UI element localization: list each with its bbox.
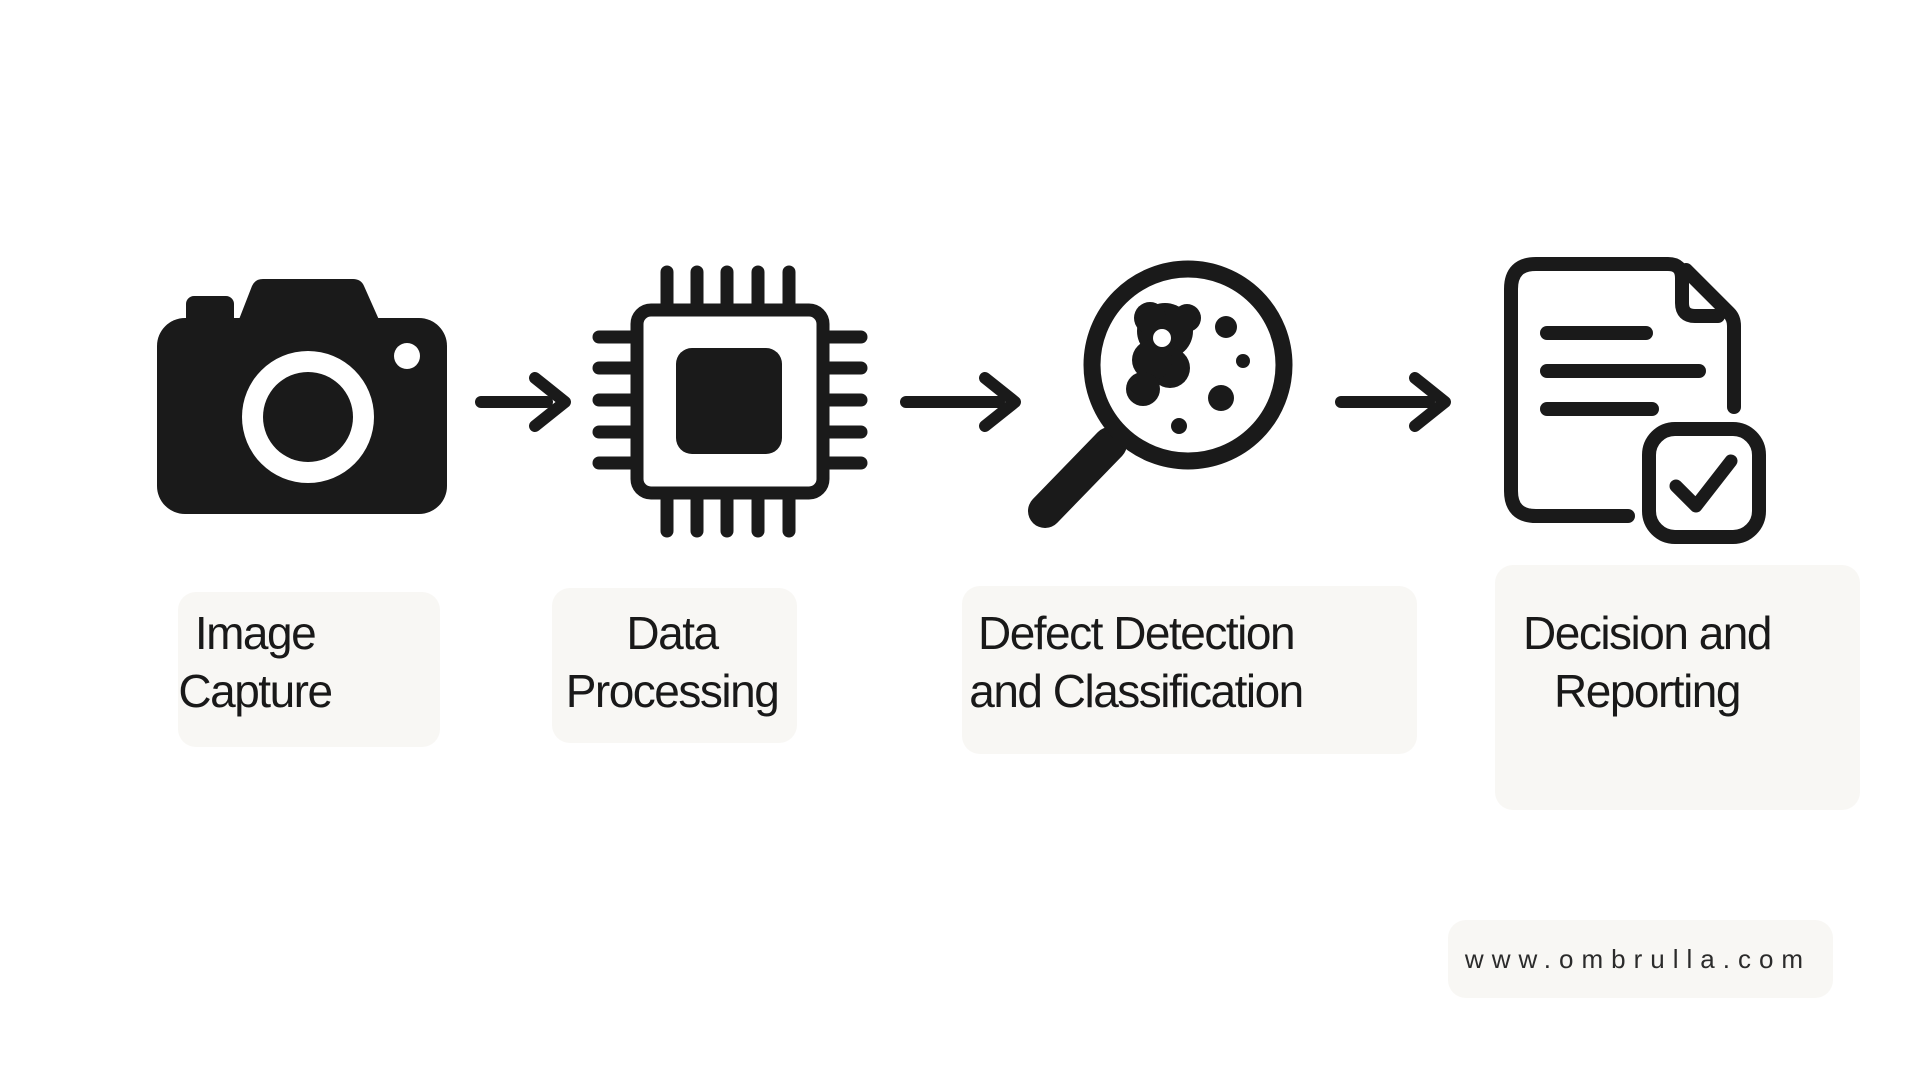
chip-icon bbox=[592, 265, 868, 538]
watermark-url: www.ombrulla.com bbox=[1464, 944, 1812, 974]
arrow-right-icon bbox=[1335, 372, 1451, 432]
step-label-data-processing: Data Processing bbox=[565, 604, 780, 720]
step-label-decision-reporting: Decision and Reporting bbox=[1523, 604, 1772, 720]
arrow-right-icon bbox=[475, 372, 571, 432]
arrow-right-icon bbox=[900, 372, 1021, 432]
step-label-line: Processing bbox=[565, 665, 780, 717]
step-label-line: Defect Detection bbox=[977, 607, 1296, 659]
step-label-line: Data bbox=[626, 607, 719, 659]
magnifier-defects-icon bbox=[1028, 260, 1293, 528]
step-label-defect-detection: Defect Detection and Classification bbox=[969, 604, 1304, 720]
step-label-line: Image bbox=[194, 607, 317, 659]
background-tint bbox=[1495, 565, 1860, 810]
background-tint bbox=[962, 586, 1417, 754]
step-label-image-capture: Image Capture bbox=[178, 604, 333, 720]
step-label-line: Capture bbox=[178, 665, 333, 717]
step-label-line: Decision and bbox=[1523, 607, 1772, 659]
background-tint bbox=[1448, 920, 1833, 998]
step-label-line: Reporting bbox=[1554, 665, 1741, 717]
background-tint bbox=[552, 588, 797, 743]
camera-icon bbox=[157, 279, 447, 514]
document-check-icon bbox=[1504, 257, 1766, 544]
background-tint bbox=[178, 592, 440, 747]
step-label-line: and Classification bbox=[969, 665, 1304, 717]
